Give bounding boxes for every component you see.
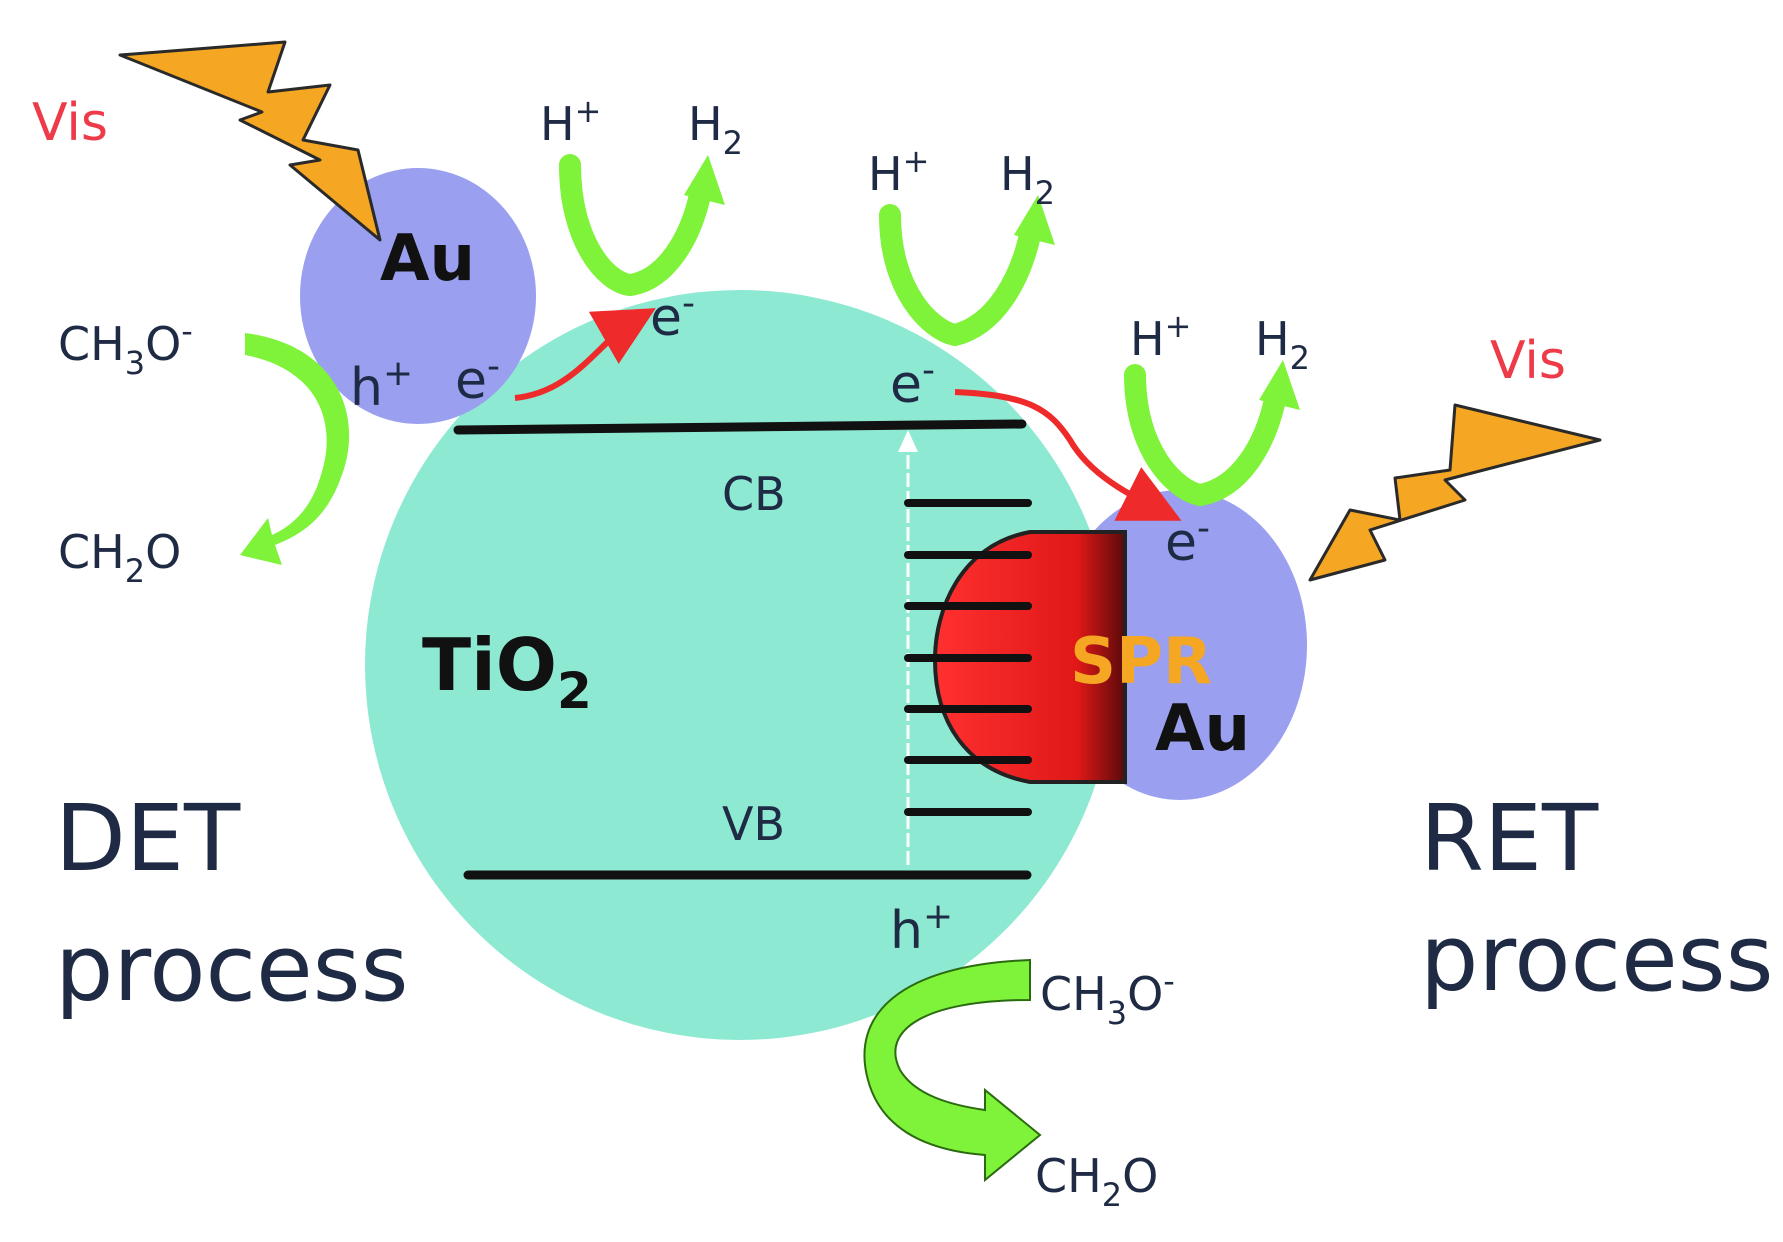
electron-label: e- <box>650 283 695 348</box>
hydrogen-label: H2 <box>1255 312 1310 377</box>
hydrogen-label: H2 <box>1000 147 1055 212</box>
proton-label: H+ <box>1130 307 1191 366</box>
hole-label: h+ <box>350 353 413 418</box>
au-label-right: Au <box>1155 692 1250 766</box>
au-particle-left <box>300 168 536 424</box>
methoxide-label: CH3O- <box>1040 962 1175 1032</box>
hydrogen-label: H2 <box>688 97 743 162</box>
vis-label-right: Vis <box>1490 331 1566 391</box>
electron-label: e- <box>1165 508 1210 573</box>
lightning-bolt-icon <box>118 40 382 242</box>
hole-label: h+ <box>890 896 953 961</box>
red-electron-transfer-arrow-icon <box>514 308 656 401</box>
au-label-left: Au <box>380 222 475 296</box>
mid-gap-states <box>904 499 1032 816</box>
ret-process-label: RET process <box>1420 785 1774 1012</box>
vis-label-left: Vis <box>32 93 108 153</box>
vb-label: VB <box>722 797 785 851</box>
cb-label: CB <box>722 467 786 521</box>
electron-label: e- <box>455 346 500 411</box>
electron-label: e- <box>890 350 935 415</box>
methoxide-label: CH3O- <box>58 312 193 382</box>
spr-label: SPR <box>1070 625 1212 699</box>
lightning-bolt-icon <box>1308 403 1602 582</box>
green-curved-arrow-icon <box>559 154 1286 507</box>
green-arrow-heads <box>684 155 1300 410</box>
det-process-label: DET process <box>55 785 409 1022</box>
green-curved-arrow-icon <box>863 958 1042 1183</box>
green-curved-arrow-icon <box>240 333 350 565</box>
formaldehyde-label: CH2O <box>58 525 181 590</box>
conduction-band-line <box>453 419 1027 435</box>
excitation-arrow-head <box>898 430 918 452</box>
tio2-label: TiO2 <box>422 623 592 720</box>
proton-label: H+ <box>868 142 929 201</box>
proton-label: H+ <box>540 92 601 151</box>
tio2-particle <box>365 290 1115 1040</box>
formaldehyde-label: CH2O <box>1035 1149 1158 1214</box>
red-electron-transfer-arrow-icon <box>954 389 1182 521</box>
